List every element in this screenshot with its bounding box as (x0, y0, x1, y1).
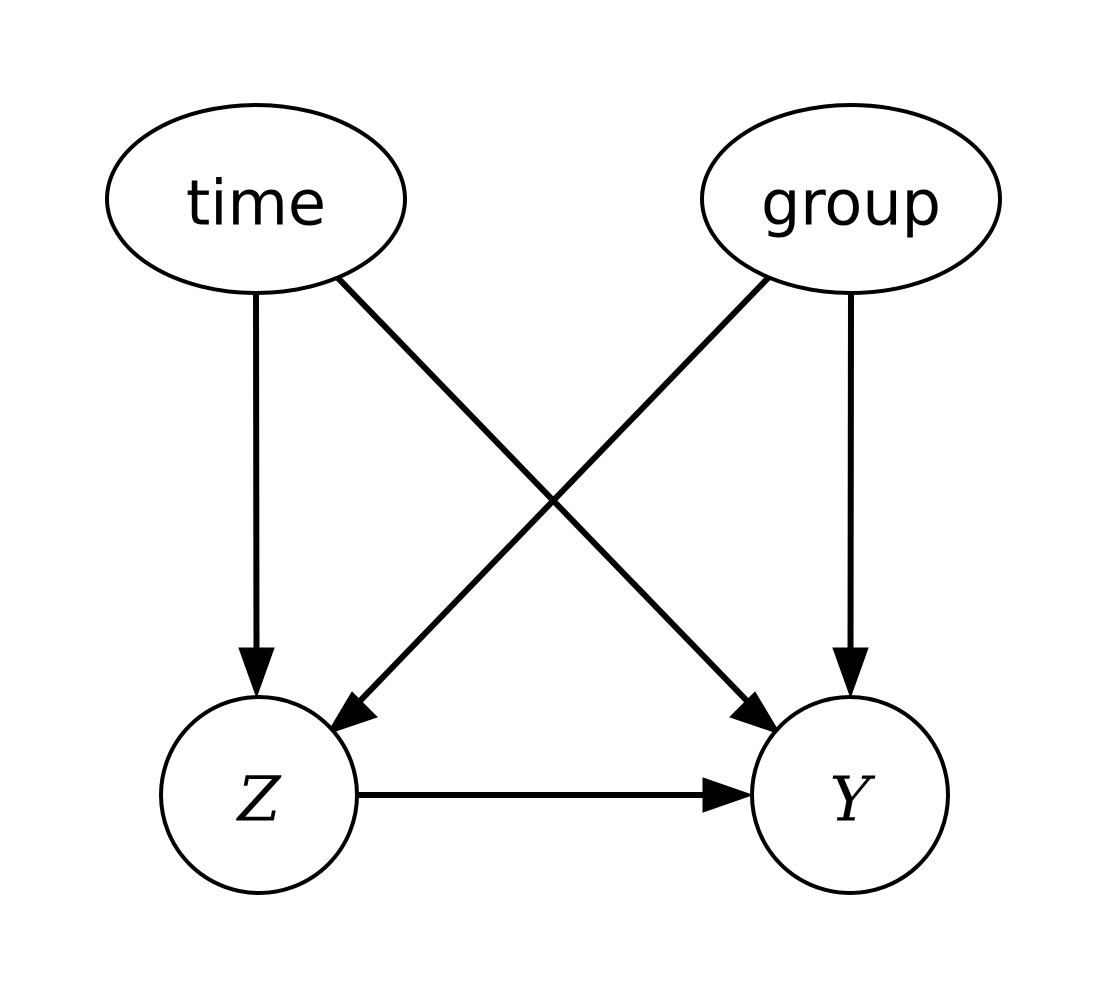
node-time[interactable]: time (105, 103, 407, 295)
edges-layer (238, 274, 869, 813)
node-z-label: Z (235, 763, 281, 836)
node-time-label: time (186, 167, 326, 240)
edge-z-to-y-arrowhead (702, 777, 754, 813)
node-group-label: group (761, 167, 941, 240)
node-group[interactable]: group (700, 103, 1002, 295)
edge-group-to-z-arrowhead (325, 691, 378, 735)
edge-time-to-z-line (253, 292, 260, 666)
node-group-ellipse (700, 103, 1002, 295)
node-z-circle (159, 695, 359, 895)
edge-time-to-z[interactable] (238, 292, 275, 699)
node-y[interactable]: Y (750, 695, 950, 895)
edge-group-to-y-arrowhead (832, 647, 869, 699)
node-y-circle (750, 695, 950, 895)
edge-group-to-y-line (847, 292, 854, 666)
node-z[interactable]: Z (159, 695, 359, 895)
edge-group-to-z-line (355, 274, 772, 706)
nodes-layer: time group Z Y (105, 103, 1002, 895)
edge-z-to-y[interactable] (357, 777, 754, 813)
edge-time-to-y-line (334, 274, 752, 706)
node-time-ellipse (105, 103, 407, 295)
edge-group-to-z[interactable] (325, 274, 772, 735)
edge-time-to-z-arrowhead (238, 647, 275, 699)
edge-time-to-y-arrowhead (729, 691, 782, 735)
node-y-label: Y (830, 763, 876, 836)
edge-time-to-y[interactable] (334, 274, 782, 735)
edge-group-to-y[interactable] (832, 292, 869, 699)
